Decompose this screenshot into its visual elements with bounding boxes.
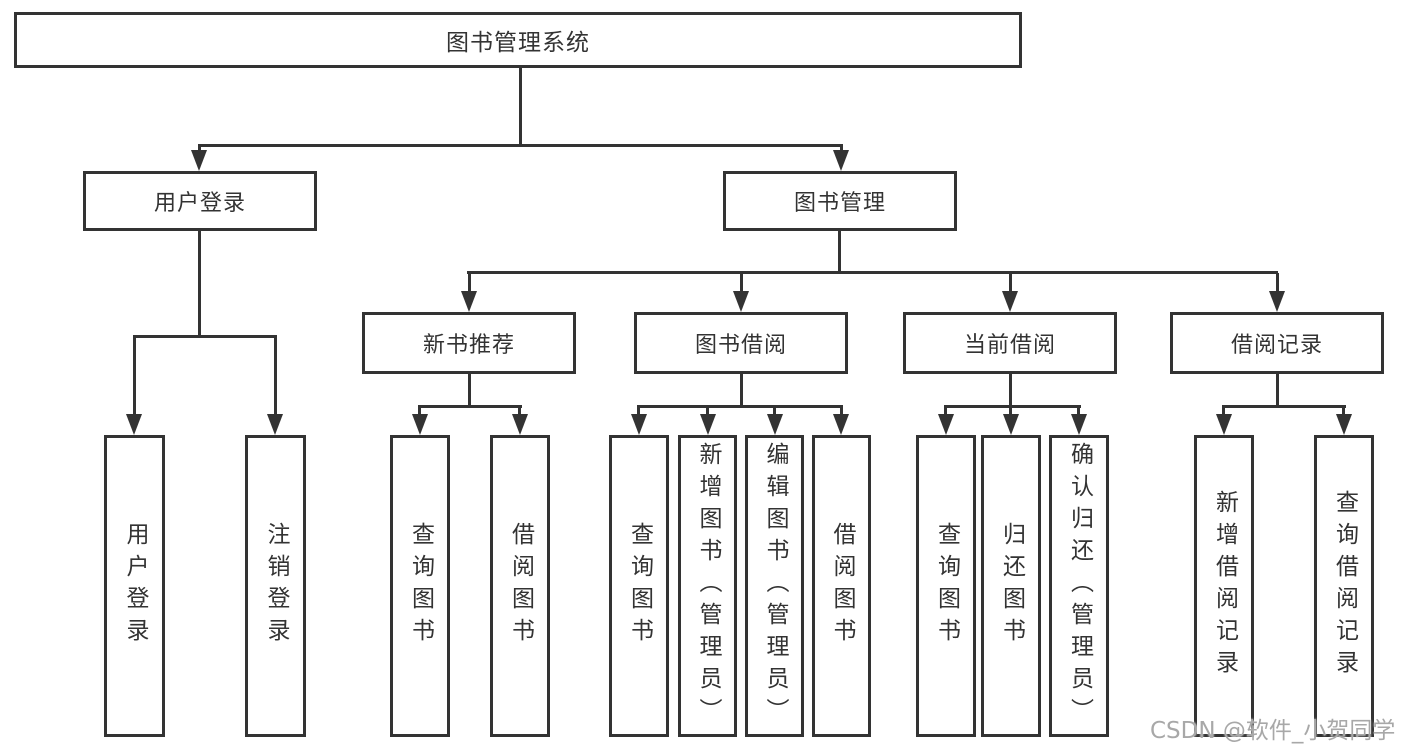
leaf-label: 查询借阅记录 (1331, 490, 1358, 682)
connector-line (706, 407, 709, 416)
connector-line (1342, 407, 1345, 416)
arrowhead-icon (1269, 291, 1285, 312)
arrowhead-icon (1336, 414, 1352, 435)
connector-line (133, 335, 277, 338)
arrowhead-icon (412, 414, 428, 435)
arrowhead-icon (833, 414, 849, 435)
arrowhead-icon (1003, 414, 1019, 435)
connector-line (944, 405, 1081, 408)
connector-line (740, 374, 743, 407)
connector-line (133, 337, 136, 417)
connector-line (468, 273, 471, 293)
arrowhead-icon (700, 414, 716, 435)
leaf-confirm-return-admin: 确认归还（管理员） (1049, 435, 1109, 737)
arrowhead-icon (461, 291, 477, 312)
leaf-return-book: 归还图书 (981, 435, 1041, 737)
arrowhead-icon (631, 414, 647, 435)
node-book-borrow: 图书借阅 (634, 312, 848, 374)
connector-line (740, 273, 743, 293)
connector-line (274, 337, 277, 417)
node-label: 图书管理系统 (446, 30, 590, 56)
leaf-query-books-recommend: 查询图书 (390, 435, 450, 737)
connector-line (1077, 407, 1080, 416)
leaf-label: 查询图书 (407, 522, 434, 650)
connector-line (838, 231, 841, 273)
node-new-book-recommend: 新书推荐 (362, 312, 576, 374)
arrowhead-icon (191, 150, 207, 171)
leaf-label: 借阅图书 (829, 522, 855, 650)
node-label: 图书管理 (793, 191, 886, 216)
node-user-login: 用户登录 (83, 171, 317, 231)
leaf-add-book-admin: 新增图书（管理员） (678, 435, 737, 737)
node-label: 用户登录 (153, 191, 246, 216)
node-library-system: 图书管理系统 (14, 12, 1022, 68)
arrowhead-icon (267, 414, 283, 435)
node-book-management: 图书管理 (723, 171, 957, 231)
connector-line (1009, 273, 1012, 293)
arrowhead-icon (938, 414, 954, 435)
connector-line (1222, 407, 1225, 416)
node-current-borrow: 当前借阅 (903, 312, 1117, 374)
leaf-label: 借阅图书 (507, 522, 534, 650)
leaf-logout: 注销登录 (245, 435, 306, 737)
connector-line (1009, 407, 1012, 416)
arrowhead-icon (1071, 414, 1087, 435)
connector-line (1222, 405, 1346, 408)
connector-line (418, 405, 522, 408)
node-label: 新书推荐 (422, 333, 515, 358)
arrowhead-icon (833, 150, 849, 171)
leaf-query-borrow-record: 查询借阅记录 (1314, 435, 1374, 737)
leaf-borrow-books-recommend: 借阅图书 (490, 435, 550, 737)
leaf-label: 用户登录 (122, 522, 148, 650)
connector-line (773, 407, 776, 416)
leaf-label: 新增图书（管理员） (695, 442, 721, 730)
leaf-query-books-borrow: 查询图书 (609, 435, 669, 737)
connector-line (944, 407, 947, 416)
connector-line (637, 407, 640, 416)
connector-line (840, 407, 843, 416)
leaf-add-borrow-record: 新增借阅记录 (1194, 435, 1254, 737)
connector-line (468, 374, 471, 407)
leaf-label: 查询图书 (933, 522, 960, 650)
leaf-label: 查询图书 (626, 522, 653, 650)
leaf-query-books-current: 查询图书 (916, 435, 976, 737)
node-label: 图书借阅 (694, 333, 787, 358)
connector-line (518, 407, 521, 416)
arrowhead-icon (733, 291, 749, 312)
connector-line (1276, 273, 1279, 293)
leaf-label: 归还图书 (998, 522, 1025, 650)
connector-line (637, 405, 843, 408)
connector-line (1276, 374, 1279, 407)
connector-line (198, 144, 843, 147)
leaf-label: 注销登录 (263, 522, 289, 650)
connector-line (467, 271, 1278, 274)
leaf-edit-book-admin: 编辑图书（管理员） (745, 435, 804, 737)
node-label: 借阅记录 (1230, 333, 1323, 358)
leaf-borrow-books: 借阅图书 (812, 435, 871, 737)
connector-line (1009, 374, 1012, 407)
leaf-user-login: 用户登录 (104, 435, 165, 737)
node-label: 当前借阅 (963, 333, 1056, 358)
arrowhead-icon (126, 414, 142, 435)
leaf-label: 编辑图书（管理员） (762, 442, 788, 730)
node-borrow-records: 借阅记录 (1170, 312, 1384, 374)
arrowhead-icon (1002, 291, 1018, 312)
arrowhead-icon (512, 414, 528, 435)
connector-line (198, 231, 201, 337)
leaf-label: 新增借阅记录 (1211, 490, 1238, 682)
arrowhead-icon (1216, 414, 1232, 435)
connector-line (418, 407, 421, 416)
csdn-watermark: CSDN @软件_小贺同学 (1150, 718, 1396, 744)
arrowhead-icon (767, 414, 783, 435)
connector-line (519, 68, 522, 145)
leaf-label: 确认归还（管理员） (1066, 442, 1093, 730)
